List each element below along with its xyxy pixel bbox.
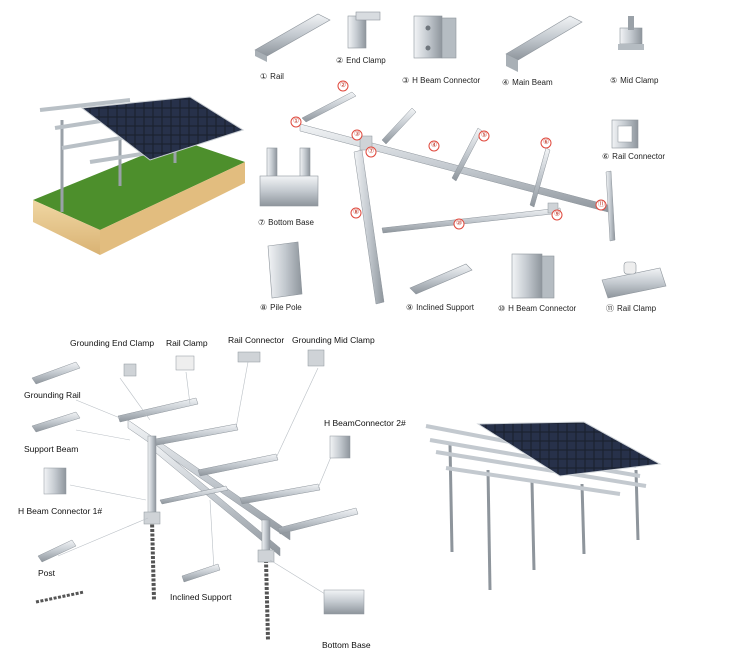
callout-1: ① [293,118,300,125]
part-bottom-base-image [259,147,319,207]
label-inclined-support-bottom: Inclined Support [170,592,232,602]
callout-2: ② [340,82,347,89]
label-h-beam-connector-1: H Beam Connector 1# [18,506,103,516]
part-pile-pole-image [267,241,303,299]
callout-7: ⑦ [368,148,375,155]
label-h-beam-connector-2b: H BeamConnector 2# [324,418,406,428]
callout-8: ⑧ [353,209,360,216]
label-grounding-rail: Grounding Rail [24,390,81,400]
label-rail-clamp-bottom: Rail Clamp [166,338,208,348]
callout-6: ⑥ [543,139,550,146]
label-grounding-mid-clamp: Grounding Mid Clamp [292,335,375,345]
part-inclined-support-image [409,263,473,295]
label-rail-connector-bottom: Rail Connector [228,335,285,345]
part-h-beam-connector-image [413,15,457,59]
label-post: Post [38,568,56,578]
callout-markers [290,80,607,230]
callout-10: ⑩ [456,220,463,227]
label-grounding-end-clamp: Grounding End Clamp [70,338,155,348]
exploded-bracket-top [299,91,616,305]
part-icons-bottom [31,349,365,615]
part-rail-image [254,13,331,62]
part-rail-clamp-image [601,261,667,299]
part-main-beam-image [505,15,583,72]
label-bottom-base-bottom: Bottom Base [322,640,371,650]
exploded-bracket-bottom [117,397,359,641]
assembled-array-illustration [425,421,662,591]
callout-3: ③ [354,131,361,138]
callout-5: ⑤ [481,132,488,139]
callout-11: ⑪ [598,201,605,208]
label-support-beam: Support Beam [24,444,79,454]
callout-4: ④ [431,142,438,149]
part-rail-connector-image [611,119,639,149]
ground-mount-illustration [33,96,245,255]
part-mid-clamp-image [618,16,644,50]
callout-9: ⑨ [554,211,561,218]
part-end-clamp-image [347,11,381,49]
part-h-beam-connector-2-image [511,253,555,299]
